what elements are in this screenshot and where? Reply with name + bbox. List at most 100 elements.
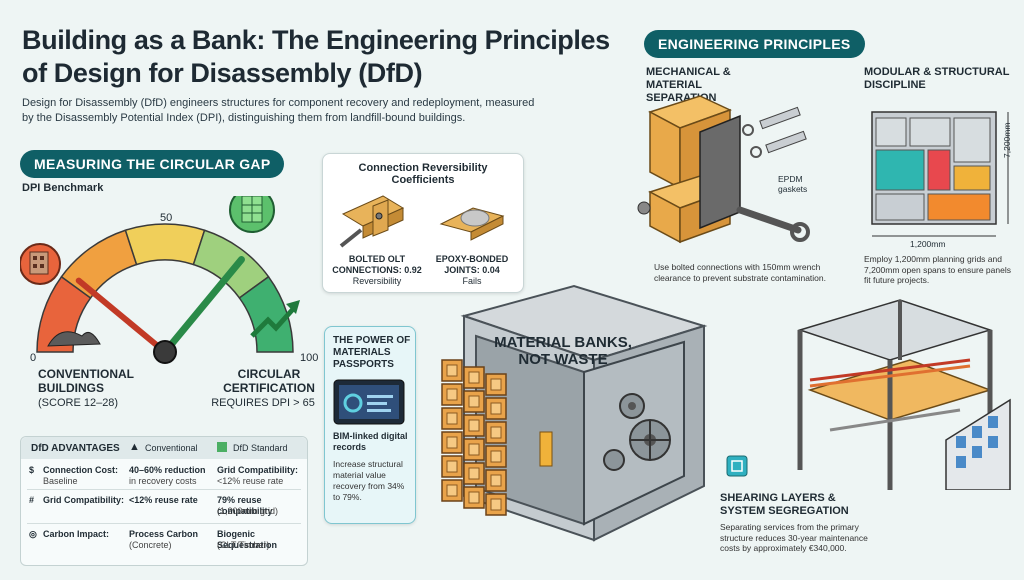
row-dfd-sub: <12% reuse rate [217,476,284,486]
modular-title: MODULAR & STRUCTURAL DISCIPLINE [864,66,1010,91]
nut-icon [637,201,651,215]
conventional-header-icon: ▲ [129,441,140,453]
growth-arrow-icon [250,300,300,338]
mechanical-illustration [637,95,810,244]
vault-label: MATERIAL BANKS, NOT WASTE [494,334,632,368]
modular-grid-diagram [871,111,1009,237]
table-header-title: DfD ADVANTAGES [31,443,120,454]
dpi-benchmark-label: DPI Benchmark [22,182,104,194]
vault-handle [539,431,553,467]
row-label: Connection Cost: [43,465,118,475]
epoxy-sub: Fails [462,276,482,286]
table-row: $ Connection Cost:Baseline 40–60% reductio… [21,463,307,493]
row-dfd: 79% reuse compatibility [217,495,273,516]
conventional-buildings-title: CONVENTIONAL BUILDINGS [38,367,134,395]
material-block-face [490,402,502,415]
row-conventional: <12% reuse rate [129,495,198,505]
passports-body: Increase structural material value recov… [333,459,405,502]
material-block-face [468,443,480,456]
roof-slab [797,299,993,361]
passports-card: THE POWER OF MATERIALS PASSPORTS BIM-lin… [324,326,416,524]
row-label: Grid Compatibility: [43,495,124,505]
bim-label: BIM-linked digital records [333,431,408,452]
shearing-body: Separating services from the primary str… [720,522,868,553]
row-icon: ◎ [29,529,37,539]
gauge-hub [153,340,177,364]
mechanical-body: Use bolted connections with 150mm wrench… [654,262,826,283]
table-header: DfD ADVANTAGES ▲ Conventional DfD Standa… [21,437,307,459]
page-title: Building as a Bank: The Engineering Prin… [22,25,610,88]
conventional-building-icon [20,243,61,285]
gauge-needle-certified [161,256,245,356]
table-header-conventional: Conventional [145,443,198,453]
table-header-standard: DfD Standard [233,443,288,453]
row-label-sub: Baseline [43,476,78,486]
gauge-max-label: 100 [300,352,319,364]
green-building-icon [229,196,275,233]
circular-certification-title: CIRCULAR CERTIFICATION [223,367,315,395]
gear-icon [619,393,645,419]
gauge-band-5 [238,275,294,353]
row-label: Carbon Impact: [43,529,110,539]
timber-blocks [648,95,741,244]
row-conventional-sub: in recovery costs [129,476,197,486]
facade-panel [945,398,1011,490]
dpi-gauge [20,196,300,364]
dim-vertical: 7,200mm [1002,122,1012,158]
material-block-face [468,467,480,480]
bolt-icon [742,106,807,158]
intro-text: Design for Disassembly (DfD) engineers s… [22,97,535,124]
row-conventional: Process Carbon [129,529,199,539]
reversibility-card: Connection Reversibility Coefficients BO… [322,153,524,293]
modular-body: Employ 1,200mm planning grids and 7,200m… [864,254,1011,285]
tablet-icon [333,379,405,425]
row-dfd-sub: (1,200mm grid) [217,506,279,516]
material-block-face [446,460,458,473]
material-block-face [490,450,502,463]
material-block-face [490,498,502,511]
material-block-face [446,388,458,401]
passports-title: THE POWER OF MATERIALS PASSPORTS [333,335,411,370]
epoxy-joint-icon [439,207,505,241]
reversibility-title: Connection Reversibility Coefficients [358,162,488,186]
epdm-gasket-label: EPDM gaskets [778,174,808,194]
gauge-mid-label: 50 [160,212,173,224]
material-block-face [446,436,458,449]
dim-horizontal: 1,200mm [910,239,946,249]
row-conventional: 40–60% reduction [129,465,206,475]
row-icon: $ [29,465,35,475]
row-conventional-sub: (Concrete) [129,540,172,550]
material-block-face [446,412,458,425]
gear-icon-small [603,449,625,471]
material-bank-vault [441,284,708,542]
vault-wheel-icon [629,419,671,461]
wrench-icon [736,206,810,242]
system-segregation-icon [726,455,748,477]
material-block-face [468,395,480,408]
material-blocks [441,359,507,516]
bolted-joint-icon [339,195,405,248]
material-block-face [468,491,480,504]
table-row: ◎ Carbon Impact: Process Carbon(Concrete) B… [21,527,307,557]
material-block-face [446,484,458,497]
material-block-face [490,474,502,487]
conventional-score-range: (SCORE 12–28) [38,397,119,409]
shearing-title: SHEARING LAYERS & SYSTEM SEGREGATION [720,492,849,517]
joint-illustrations [339,195,505,248]
row-dfd-sub: (CLT/Timber) [217,540,270,550]
shearing-layers-illustration [797,299,1011,490]
service-pipe [809,358,971,382]
mechanical-title: MECHANICAL & MATERIAL SEPARATION [646,66,731,104]
bolted-label: BOLTED OLT CONNECTIONS: 0.92 [332,254,422,275]
standard-header-icon [217,442,227,452]
gauge-min-label: 0 [30,352,37,364]
row-dfd: Biogenic Sequestration [217,529,278,550]
bolted-sub: Reversibility [352,276,402,286]
engineering-principles-pill: ENGINEERING PRINCIPLES [644,30,865,58]
epoxy-label: EPOXY-BONDED JOINTS: 0.04 [435,254,509,275]
row-dfd: Grid Compatibility: [217,465,298,475]
material-block-face [446,364,458,377]
gauge-band-3 [124,223,206,266]
material-block-face [490,426,502,439]
